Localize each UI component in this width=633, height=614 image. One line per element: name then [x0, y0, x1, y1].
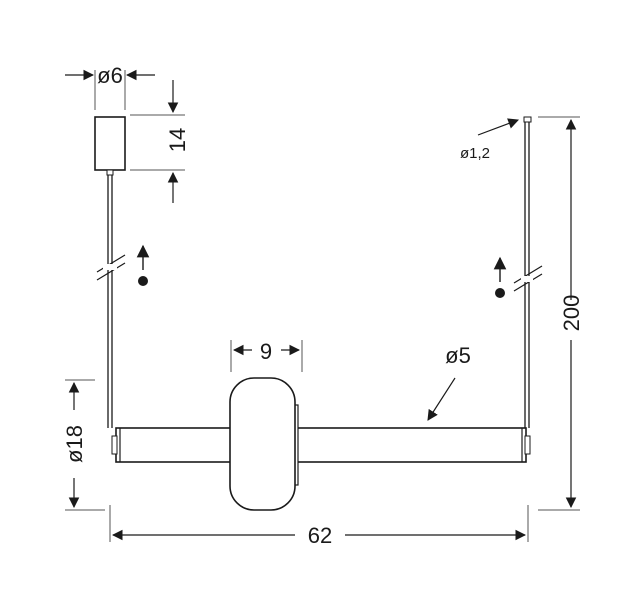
- cable-diameter-label: ø1,2: [460, 145, 490, 162]
- shade-width-label: 9: [260, 339, 272, 364]
- right-suspension-cable: [513, 116, 543, 428]
- tube-diameter-label: ø5: [445, 343, 471, 368]
- left-suspension-cable: [96, 175, 126, 428]
- canopy-height-dimension: 14: [130, 80, 190, 203]
- canopy-diameter-label: ø6: [97, 63, 123, 88]
- cable-diameter-dimension: ø1,2: [460, 118, 520, 162]
- total-length-label: 62: [308, 523, 332, 548]
- tube-diameter-dimension: ø5: [427, 343, 471, 421]
- canopy-height-label: 14: [165, 128, 190, 152]
- shade-width-dimension: 9: [230, 339, 303, 372]
- total-height-dimension: 200: [538, 116, 584, 511]
- total-length-dimension: 62: [109, 505, 529, 548]
- horizontal-tube: [111, 427, 531, 463]
- canopy-diameter-dimension: ø6: [65, 63, 155, 110]
- shade-diameter-label: ø18: [62, 425, 87, 463]
- glass-shade: [229, 377, 299, 511]
- canopy: [94, 116, 126, 176]
- left-adjustable-height-icon: [136, 244, 150, 286]
- right-adjustable-height-icon: [493, 256, 507, 298]
- shade-diameter-dimension: ø18: [62, 379, 105, 511]
- total-height-label: 200: [559, 295, 584, 332]
